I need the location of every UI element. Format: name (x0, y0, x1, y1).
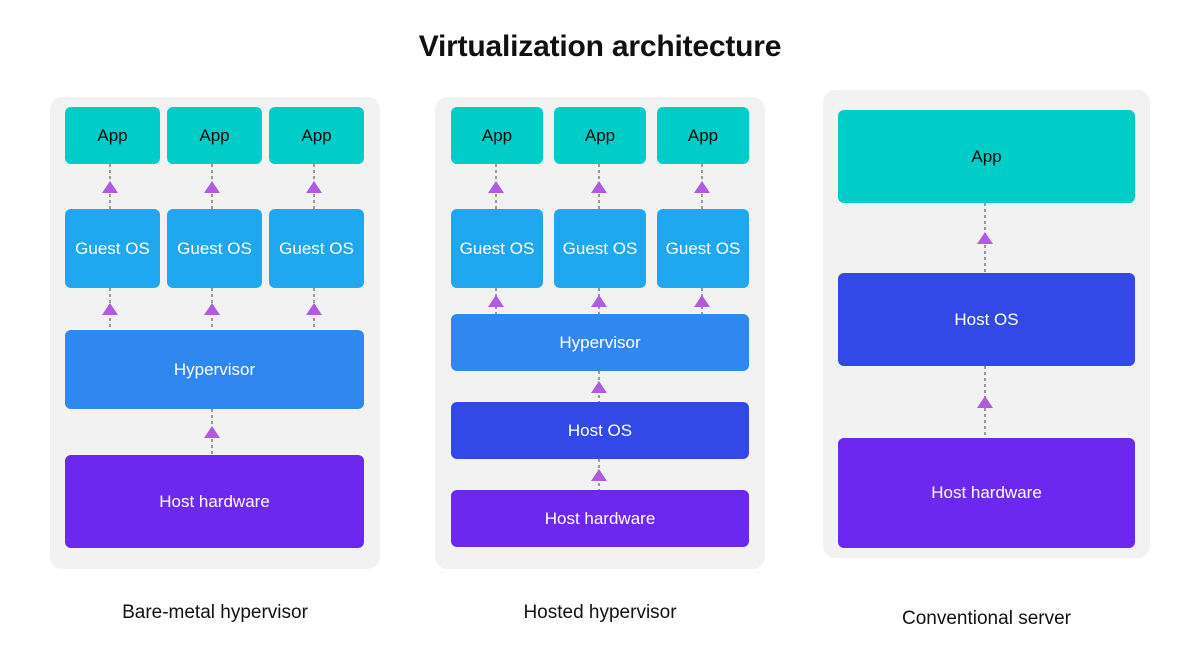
layer-box-label: App (971, 146, 1002, 166)
page-title: Virtualization architecture (418, 30, 782, 63)
layer-box-label: App (97, 125, 128, 145)
layer-box-label: Host OS (567, 420, 633, 440)
flow-arrow-connector (977, 366, 993, 438)
layer-box-label: Host OS (954, 309, 1019, 329)
layer-box-label: App (584, 125, 616, 145)
layer-box-label: App (481, 125, 513, 145)
layer-box-r-app[interactable]: App (838, 110, 1135, 203)
flow-arrow-connector (204, 288, 220, 330)
arrow-up-icon (204, 180, 220, 193)
layer-box-m-hypervisor[interactable]: Hypervisor (451, 314, 749, 371)
arrow-up-icon (694, 295, 710, 307)
layer-box-l-app-2[interactable]: App (167, 107, 262, 164)
flow-arrow-connector (591, 371, 607, 402)
arrow-up-icon (694, 180, 710, 193)
flow-arrow-connector (694, 288, 710, 314)
layer-box-m-guest-1[interactable]: Guest OS (451, 209, 543, 288)
arrow-up-icon (591, 380, 607, 393)
layer-box-l-guest-2[interactable]: Guest OS (167, 209, 262, 288)
column-caption-hosted: Hosted hypervisor (523, 602, 677, 623)
arrow-up-icon (102, 180, 118, 193)
layer-box-l-guest-1[interactable]: Guest OS (65, 209, 160, 288)
flow-arrow-connector (204, 164, 220, 209)
layer-box-l-app-1[interactable]: App (65, 107, 160, 164)
layer-box-label: Guest OS (177, 238, 252, 258)
flow-arrow-connector (306, 164, 322, 209)
layer-box-label: Hypervisor (559, 332, 641, 352)
flow-arrow-connector (306, 288, 322, 330)
layer-box-l-guest-3[interactable]: Guest OS (269, 209, 364, 288)
flow-arrow-connector (591, 459, 607, 490)
flow-arrow-connector (102, 164, 118, 209)
flow-arrow-connector (694, 164, 710, 209)
flow-arrow-connector (488, 288, 504, 314)
layer-box-label: Guest OS (279, 238, 354, 258)
arrow-up-icon (977, 232, 993, 244)
column-caption-conventional: Conventional server (902, 608, 1071, 629)
flow-arrow-connector (591, 164, 607, 209)
layer-box-m-app-3[interactable]: App (657, 107, 749, 164)
flow-arrow-connector (204, 409, 220, 455)
layer-box-label: App (687, 125, 719, 145)
arrow-up-icon (306, 303, 322, 315)
layer-box-l-hardware[interactable]: Host hardware (65, 455, 364, 548)
arrow-up-icon (977, 396, 993, 408)
layer-box-m-guest-2[interactable]: Guest OS (554, 209, 646, 288)
flow-arrow-connector (102, 288, 118, 330)
layer-box-label: App (301, 125, 332, 145)
arrow-up-icon (306, 180, 322, 193)
layer-box-label: Guest OS (665, 238, 741, 258)
layer-box-label: Hypervisor (173, 359, 256, 379)
column-caption-bare-metal: Bare-metal hypervisor (122, 602, 308, 623)
arrow-up-icon (591, 180, 607, 193)
layer-box-label: Guest OS (562, 238, 638, 258)
flow-arrow-connector (591, 288, 607, 314)
layer-box-label: Host hardware (931, 483, 1042, 503)
arrow-up-icon (204, 426, 220, 438)
layer-box-m-host-os[interactable]: Host OS (451, 402, 749, 459)
layer-box-label: Guest OS (459, 238, 535, 258)
flow-arrow-connector (977, 203, 993, 273)
arrow-up-icon (591, 468, 607, 481)
arrow-up-icon (102, 303, 118, 315)
flow-arrow-connector (488, 164, 504, 209)
arrow-up-icon (204, 303, 220, 315)
layer-box-m-guest-3[interactable]: Guest OS (657, 209, 749, 288)
layer-box-m-app-1[interactable]: App (451, 107, 543, 164)
layer-box-label: Host hardware (544, 508, 656, 528)
layer-box-l-app-3[interactable]: App (269, 107, 364, 164)
layer-box-m-app-2[interactable]: App (554, 107, 646, 164)
layer-box-label: Guest OS (75, 238, 150, 258)
arrow-up-icon (488, 180, 504, 193)
layer-box-label: App (199, 125, 230, 145)
layer-box-r-host-os[interactable]: Host OS (838, 273, 1135, 366)
arrow-up-icon (488, 295, 504, 307)
arrow-up-icon (591, 295, 607, 307)
layer-box-r-hardware[interactable]: Host hardware (838, 438, 1135, 548)
layer-box-m-hardware[interactable]: Host hardware (451, 490, 749, 547)
layer-box-label: Host hardware (159, 491, 270, 511)
layer-box-l-hypervisor[interactable]: Hypervisor (65, 330, 364, 409)
